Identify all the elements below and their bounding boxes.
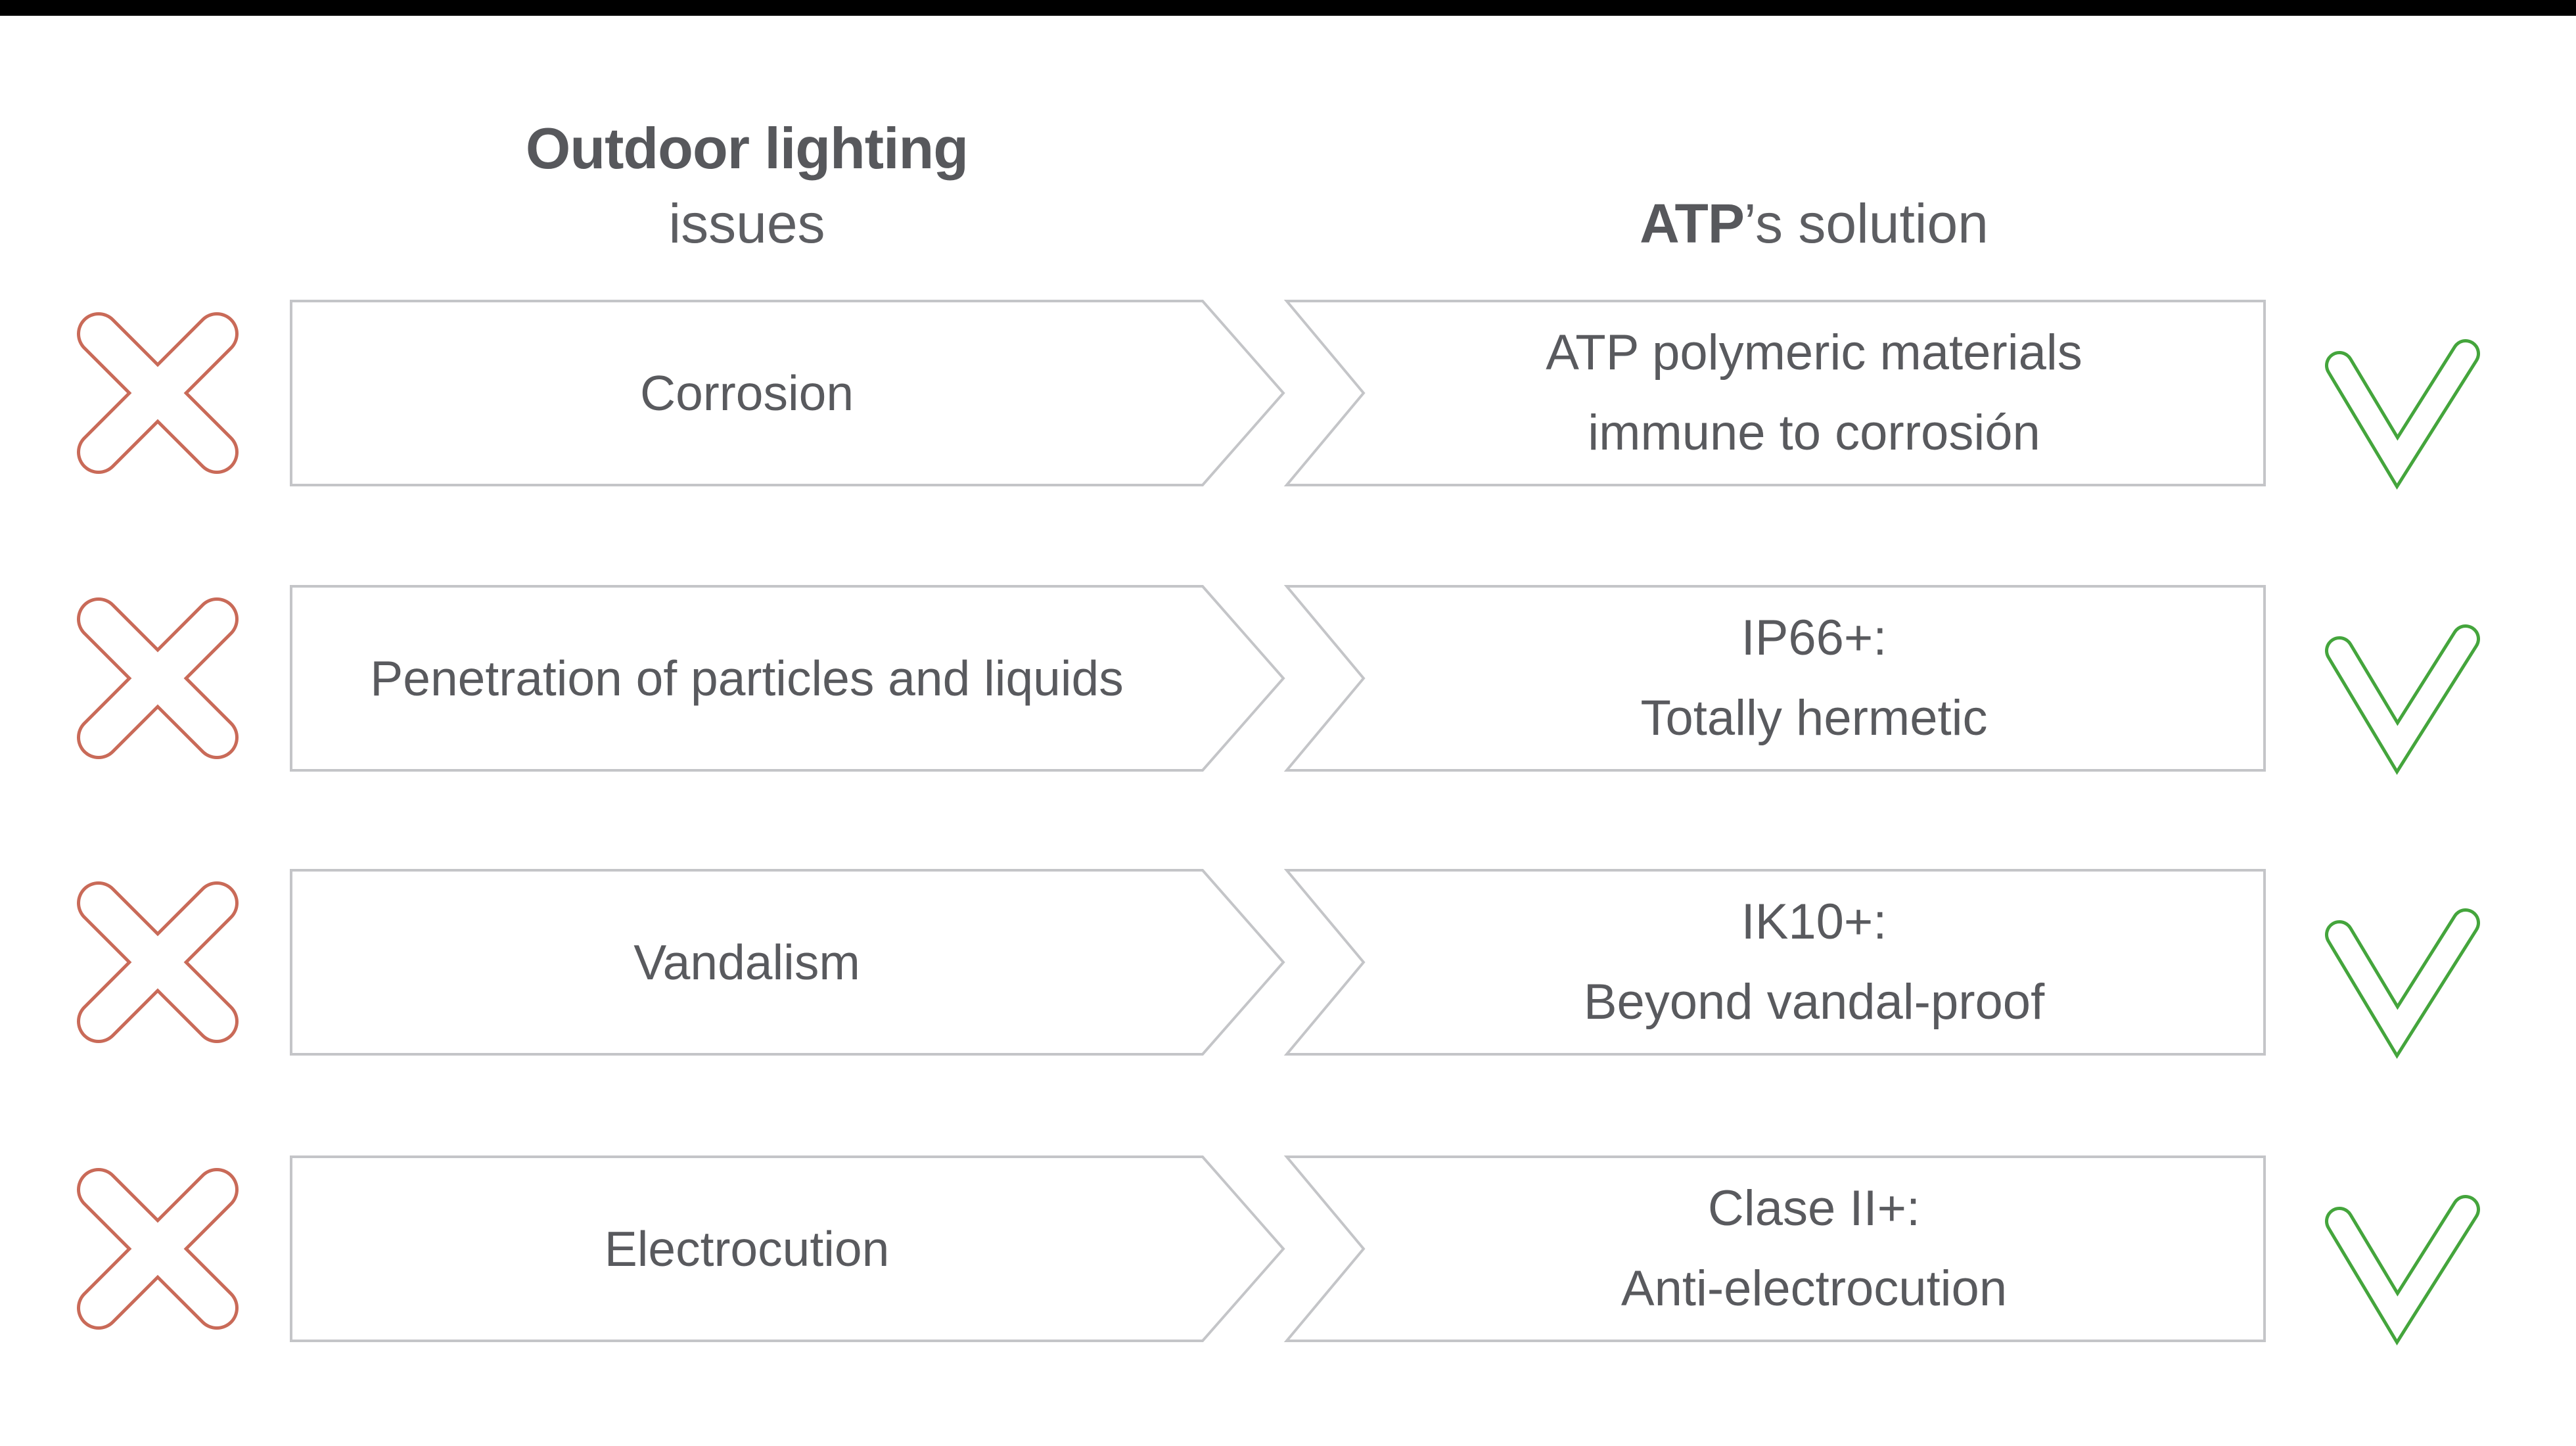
issues-header-line2: issues (668, 193, 825, 254)
x-mark-icon (77, 597, 239, 759)
solution-label: IK10+: Beyond vandal-proof (1364, 870, 2265, 1054)
solution-line2: immune to corrosión (1588, 405, 2040, 461)
check-mark-icon (2325, 624, 2480, 776)
issue-arrow-box (290, 585, 1285, 772)
check-mark-icon (2325, 1195, 2480, 1346)
row-graphics (77, 585, 2480, 776)
comparison-row: Penetration of particles and liquids IP6… (0, 585, 2576, 776)
solution-box (1283, 300, 2266, 486)
row-graphics (77, 1155, 2480, 1346)
issue-label: Corrosion (639, 365, 854, 421)
issue-label: Penetration of particles and liquids (370, 651, 1124, 706)
issue-arrow-box (290, 869, 1285, 1056)
issue-arrow-box (290, 300, 1285, 486)
comparison-row: Corrosion ATP polymeric materials immune… (0, 300, 2576, 490)
solution-label: Clase II+: Anti-electrocution (1364, 1157, 2265, 1341)
x-mark-icon (77, 312, 239, 474)
issue-label: Vandalism (633, 935, 860, 990)
solution-line1: IK10+: (1741, 894, 1887, 950)
solution-label: ATP polymeric materials immune to corros… (1364, 301, 2265, 485)
top-black-bar (0, 0, 2576, 16)
solution-line2: Beyond vandal-proof (1583, 974, 2045, 1030)
solution-column-header: ATP’s solution (1364, 186, 2265, 262)
solution-header-rest: ’s solution (1743, 193, 1989, 254)
x-mark-icon (77, 1168, 239, 1330)
solution-line1: Clase II+: (1707, 1180, 1921, 1236)
comparison-row: Vandalism IK10+: Beyond vandal-proof (0, 869, 2576, 1060)
solution-line1: ATP polymeric materials (1546, 325, 2082, 381)
issues-column-header: Outdoor lighting issues (291, 110, 1203, 262)
solution-box (1283, 1155, 2266, 1342)
comparison-row: Electrocution Clase II+: Anti-electrocut… (0, 1155, 2576, 1346)
brand-name: ATP (1640, 193, 1745, 254)
solution-label: IP66+: Totally hermetic (1364, 586, 2265, 770)
check-mark-icon (2325, 339, 2480, 490)
solution-box (1283, 585, 2266, 772)
solution-box (1283, 869, 2266, 1056)
row-graphics (77, 869, 2480, 1060)
row-graphics (77, 300, 2480, 490)
check-mark-icon (2325, 908, 2480, 1060)
issue-arrow-box (290, 1155, 1285, 1342)
issue-label: Electrocution (604, 1221, 890, 1276)
x-mark-icon (77, 881, 239, 1043)
solution-line2: Anti-electrocution (1621, 1261, 2008, 1317)
solution-line1: IP66+: (1741, 610, 1887, 666)
issues-header-line1: Outdoor lighting (525, 116, 969, 181)
solution-line2: Totally hermetic (1640, 690, 1988, 746)
